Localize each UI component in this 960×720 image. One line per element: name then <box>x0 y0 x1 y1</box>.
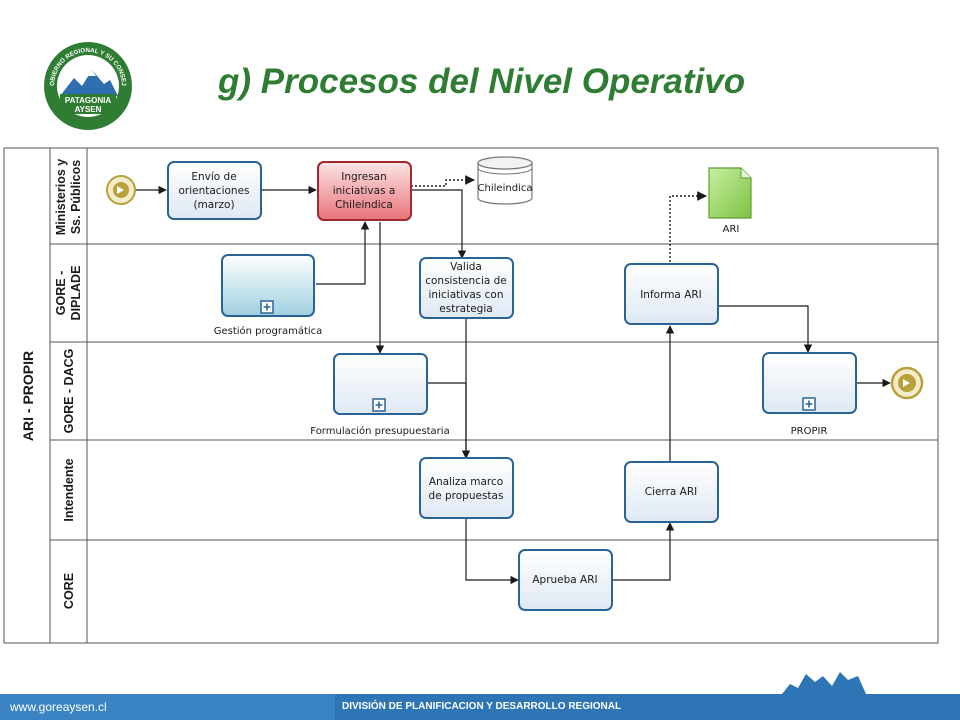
svg-text:ARI: ARI <box>723 224 740 235</box>
subprocess-propir[interactable]: PROPIR <box>762 352 857 437</box>
svg-text:Ss. Públicos: Ss. Públicos <box>69 160 83 234</box>
logo-line2: AYSEN <box>75 105 102 114</box>
lane-label-core: CORE <box>62 573 76 609</box>
lane-label-dacg: GORE - DACG <box>62 349 76 434</box>
footer-division: DIVISIÓN DE PLANIFICACION Y DESARROLLO R… <box>342 701 622 712</box>
svg-text:Chileindica: Chileindica <box>335 199 393 211</box>
footer-left <box>0 694 335 720</box>
pool-label: ARI - PROPIR <box>20 351 36 441</box>
svg-text:PROPIR: PROPIR <box>791 426 828 437</box>
page-title: g) Procesos del Nivel Operativo <box>218 62 746 101</box>
patagonia-aysen-logo: GOBIERNO REGIONAL Y SU CONSEJO PATAGONIA… <box>42 40 132 130</box>
end-event <box>890 366 924 400</box>
svg-text:iniciativas con: iniciativas con <box>429 289 504 301</box>
lane-label-diplade: GORE - DIPLADE <box>54 266 83 321</box>
data-store-chileindica: Chileindica <box>477 156 533 205</box>
start-event <box>106 175 136 205</box>
svg-text:orientaciones: orientaciones <box>178 185 249 197</box>
logo-line1: PATAGONIA <box>65 96 111 105</box>
svg-text:Informa ARI: Informa ARI <box>640 289 702 301</box>
task-informa-ari[interactable]: Informa ARI <box>624 263 719 325</box>
svg-text:Ingresan: Ingresan <box>341 171 387 183</box>
task-ingresan-iniciativas[interactable]: Ingresan iniciativas a Chileindica <box>317 161 412 221</box>
document-ari: ARI <box>708 167 752 235</box>
svg-text:estrategia: estrategia <box>439 303 492 315</box>
task-analiza-marco[interactable]: Analiza marco de propuestas <box>419 457 514 519</box>
svg-text:Formulación presupuestaria: Formulación presupuestaria <box>310 425 449 437</box>
svg-text:Ministerios y: Ministerios y <box>54 159 68 235</box>
svg-text:consistencia de: consistencia de <box>425 275 507 287</box>
svg-text:(marzo): (marzo) <box>193 199 234 211</box>
svg-text:Envío de: Envío de <box>191 171 236 183</box>
subprocess-formulacion-presupuestaria[interactable]: Formulación presupuestaria <box>310 353 450 437</box>
task-aprueba-ari[interactable]: Aprueba ARI <box>518 549 613 611</box>
svg-text:Valida: Valida <box>450 261 482 273</box>
svg-text:Cierra ARI: Cierra ARI <box>645 486 698 498</box>
svg-text:Aprueba ARI: Aprueba ARI <box>532 574 597 586</box>
task-envio-orientaciones[interactable]: Envío de orientaciones (marzo) <box>167 161 262 220</box>
svg-text:Analiza marco: Analiza marco <box>429 476 503 488</box>
associations <box>411 175 707 262</box>
subprocess-gestion-programatica[interactable]: Gestión programática <box>214 254 323 337</box>
svg-text:GORE -: GORE - <box>54 271 68 315</box>
svg-text:iniciativas a: iniciativas a <box>333 185 396 197</box>
mountain-silhouette <box>782 672 866 694</box>
footer-url[interactable]: www.goreaysen.cl <box>10 700 107 714</box>
svg-text:DIPLADE: DIPLADE <box>69 266 83 321</box>
svg-text:Gestión programática: Gestión programática <box>214 325 323 337</box>
task-valida-consistencia[interactable]: Valida consistencia de iniciativas con e… <box>419 257 514 319</box>
task-cierra-ari[interactable]: Cierra ARI <box>624 461 719 523</box>
sequence-flows <box>136 185 891 585</box>
lane-label-intendente: Intendente <box>62 458 76 521</box>
lane-label-ministerios: Ministerios y Ss. Públicos <box>54 159 83 235</box>
svg-text:Chileindica: Chileindica <box>478 183 533 194</box>
svg-text:de propuestas: de propuestas <box>429 490 504 502</box>
